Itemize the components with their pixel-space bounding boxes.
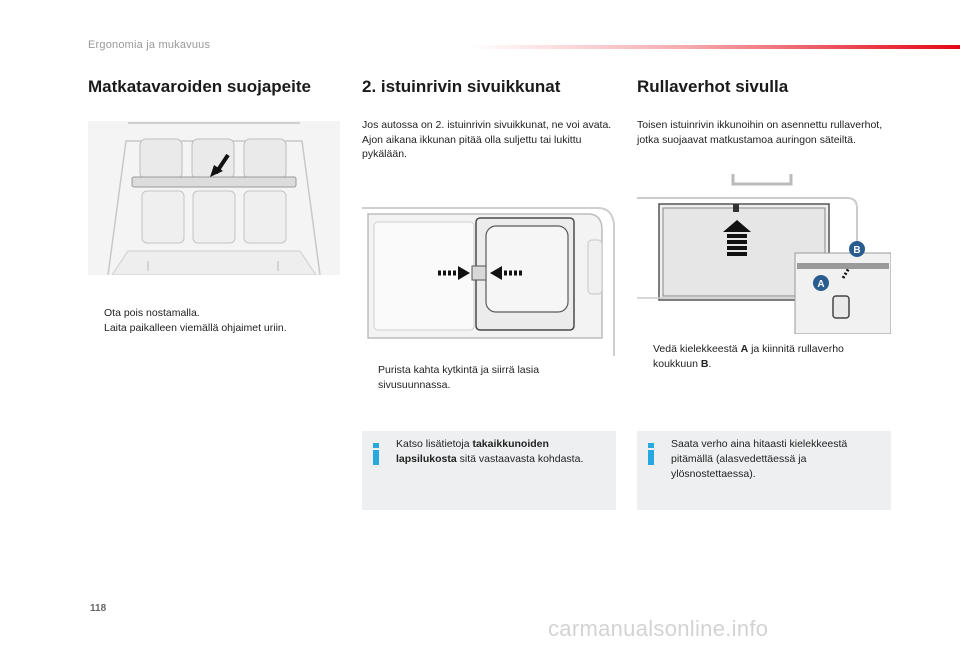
info-text: Katso lisätietoja takaikkunoiden lapsilu…	[396, 437, 606, 467]
header-accent-bar	[470, 45, 960, 49]
bullet-marker	[362, 363, 378, 393]
info-icon	[648, 443, 654, 465]
paragraph: Jos autossa on 2. istuinrivin sivuikkuna…	[362, 119, 612, 131]
cargo-cover-title: Matkatavaroiden suojapeite	[88, 77, 311, 96]
info-icon	[373, 443, 379, 465]
info-text: Saata verho aina hitaasti kielekkeestä p…	[671, 438, 848, 480]
sun-blind-figure: B A	[637, 168, 891, 334]
info-text-part: sitä vastaavasta kohdasta.	[456, 453, 584, 465]
list-item: Purista kahta kytkintä ja siirrä lasia s…	[362, 363, 612, 393]
cargo-cover-figure	[88, 121, 340, 275]
list-item: Ota pois nostamalla.	[88, 306, 343, 321]
paragraph: Toisen istuinrivin ikkunoihin on asennet…	[637, 119, 883, 146]
side-windows-title: 2. istuinrivin sivuikkunat	[362, 77, 561, 96]
cargo-cover-instructions: Ota pois nostamalla. Laita paikalleen vi…	[88, 306, 343, 336]
bullet-marker	[637, 342, 653, 372]
list-item-text: Ota pois nostamalla.	[104, 307, 200, 319]
info-text-part: Katso lisätietoja	[396, 438, 473, 450]
bullet-marker	[88, 306, 104, 321]
list-item-text: Purista kahta kytkintä ja siirrä lasia s…	[378, 364, 540, 391]
sun-blinds-description: Toisen istuinrivin ikkunoihin on asennet…	[637, 118, 891, 147]
side-window-figure	[362, 200, 616, 356]
side-window-instructions: Purista kahta kytkintä ja siirrä lasia s…	[362, 363, 612, 393]
list-item: Vedä kielekkeestä A ja kiinnitä rullaver…	[637, 342, 891, 372]
sun-blind-instructions: Vedä kielekkeestä A ja kiinnitä rullaver…	[637, 342, 891, 372]
side-windows-description: Jos autossa on 2. istuinrivin sivuikkuna…	[362, 118, 620, 162]
text-part: .	[708, 358, 712, 370]
list-item-text: Vedä kielekkeestä A ja kiinnitä rullaver…	[653, 342, 891, 372]
bullet-marker	[88, 321, 104, 336]
text-part: Vedä kielekkeestä	[653, 343, 741, 355]
info-box-child-lock: Katso lisätietoja takaikkunoiden lapsilu…	[362, 431, 616, 510]
list-item: Laita paikalleen viemällä ohjaimet uriin…	[88, 321, 343, 336]
info-box-blind-usage: Saata verho aina hitaasti kielekkeestä p…	[637, 431, 891, 510]
sun-blinds-title: Rullaverhot sivulla	[637, 77, 789, 96]
text-part: ja kiinnitä rullaverho koukkuun	[653, 343, 844, 370]
label-a-marker: A	[817, 279, 824, 290]
page-number: 118	[90, 603, 107, 614]
section-header: Ergonomia ja mukavuus	[88, 39, 211, 51]
list-item-text: Laita paikalleen viemällä ohjaimet uriin…	[104, 322, 287, 334]
info-text-bold: takaikkunoiden lapsilukosta	[396, 438, 549, 465]
label-b-marker: B	[853, 245, 860, 256]
paragraph: Ajon aikana ikkunan pitää olla suljettu …	[362, 133, 582, 161]
label-b-ref: B	[700, 358, 709, 370]
watermark: carmanualsonline.info	[548, 616, 769, 641]
label-a-ref: A	[740, 343, 749, 355]
